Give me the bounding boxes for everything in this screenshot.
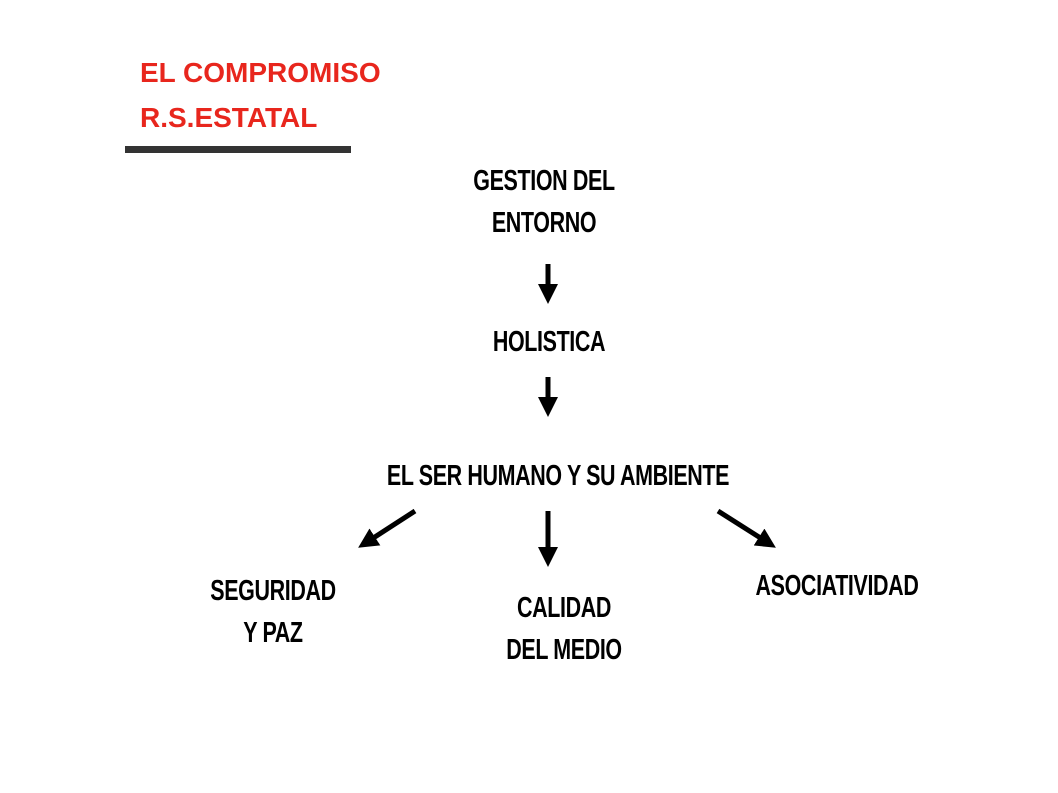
node-seguridad-y-paz: SEGURIDAD Y PAZ xyxy=(162,570,384,654)
node-gestion-line-1: GESTION DEL xyxy=(473,165,615,197)
arrow-ser-humano-to-asociatividad xyxy=(716,508,776,548)
node-seguridad-line-1: SEGURIDAD xyxy=(210,575,336,607)
node-ser-humano-y-su-ambiente: EL SER HUMANO Y SU AMBIENTE xyxy=(336,455,780,497)
node-gestion-del-entorno: GESTION DEL ENTORNO xyxy=(433,160,655,244)
node-holistica: HOLISTICA xyxy=(438,321,660,363)
node-asociatividad-line-1: ASOCIATIVIDAD xyxy=(755,570,919,602)
header-underline xyxy=(125,146,351,153)
header-title-line-2: R.S.ESTATAL xyxy=(140,102,318,133)
arrow-ser-humano-to-seguridad xyxy=(358,508,417,548)
node-calidad-del-medio: CALIDAD DEL MEDIO xyxy=(453,587,675,671)
node-calidad-line-2: DEL MEDIO xyxy=(506,634,622,666)
node-holistica-line-1: HOLISTICA xyxy=(492,326,606,358)
node-asociatividad: ASOCIATIVIDAD xyxy=(726,565,948,607)
node-gestion-line-2: ENTORNO xyxy=(491,207,597,239)
node-seguridad-line-2: Y PAZ xyxy=(243,617,303,649)
header-title-line-1: EL COMPROMISO xyxy=(140,57,381,88)
node-calidad-line-1: CALIDAD xyxy=(517,592,611,624)
node-ser-humano-line-1: EL SER HUMANO Y SU AMBIENTE xyxy=(386,460,730,492)
